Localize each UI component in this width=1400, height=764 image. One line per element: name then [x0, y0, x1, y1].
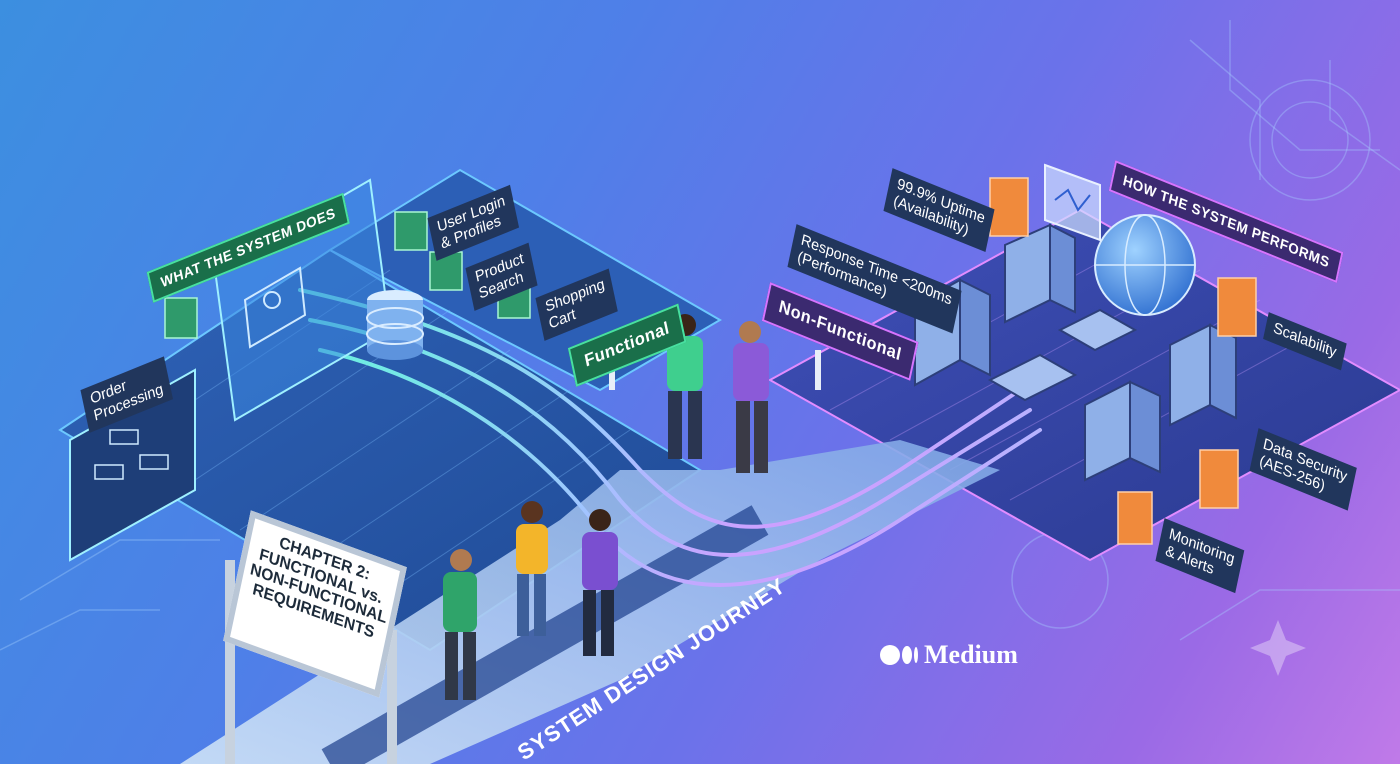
network-switches [987, 308, 1138, 402]
walker-yellow [516, 501, 548, 636]
medium-brand[interactable]: Medium [880, 640, 1018, 670]
sparkle-icon [1250, 620, 1306, 676]
person-purple [733, 321, 769, 473]
database-icon [366, 290, 424, 360]
medium-brand-text: Medium [924, 640, 1018, 669]
globe-icon [1094, 214, 1196, 316]
circuit-lines [0, 20, 1400, 651]
server-racks [914, 223, 1237, 482]
walker-purple [582, 509, 618, 656]
person-green [667, 314, 703, 459]
orange-icon-boxes [989, 177, 1257, 545]
walker-green [443, 549, 477, 700]
medium-logo-icon [880, 645, 918, 665]
metrics-screen [1044, 163, 1101, 242]
